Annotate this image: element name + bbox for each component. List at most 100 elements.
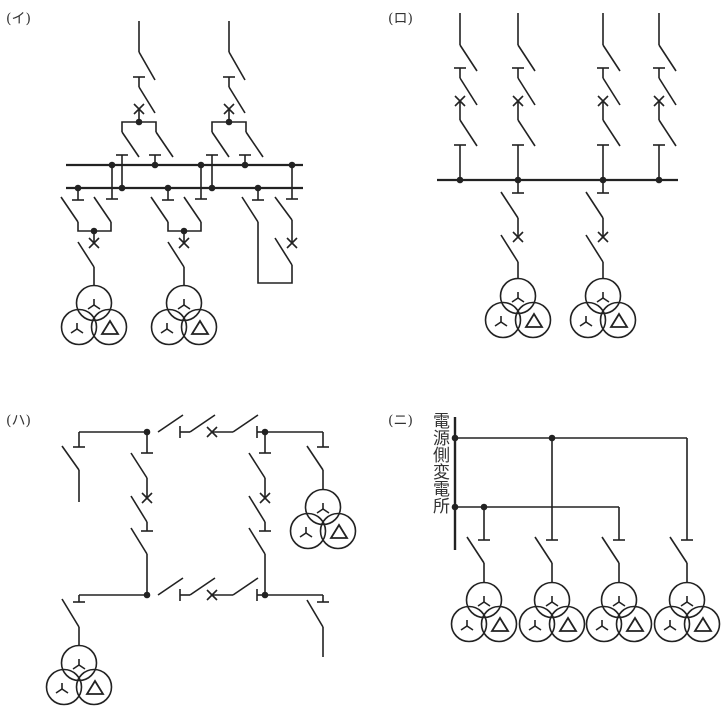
- switch-blade: [248, 452, 266, 479]
- transformer-winding-primary: [60, 644, 98, 682]
- switch-blade: [232, 414, 259, 433]
- wye-symbol-icon: [305, 532, 313, 538]
- breaker-x-icon: [512, 231, 524, 243]
- wye-symbol-icon: [595, 625, 603, 631]
- transformer-winding-tertiary: [514, 301, 552, 339]
- switch-blade: [274, 196, 293, 221]
- switch-blade: [183, 196, 202, 223]
- switch-blade: [248, 527, 266, 555]
- wye-symbol-icon: [686, 601, 694, 607]
- delta-symbol-icon: [190, 319, 210, 335]
- wye-symbol-icon: [612, 601, 620, 607]
- wye-symbol-icon: [585, 321, 593, 327]
- wye-symbol-icon: [596, 297, 604, 303]
- delta-symbol-icon: [558, 616, 578, 632]
- breaker-x-icon: [88, 237, 100, 249]
- transformer-winding-primary: [465, 581, 503, 619]
- wye-symbol-icon: [316, 508, 324, 514]
- junction-dot: [451, 503, 459, 511]
- switch-blade: [228, 86, 246, 114]
- transformer-winding-secondary: [289, 512, 327, 550]
- wye-symbol-icon: [511, 297, 519, 303]
- switch-blade: [248, 495, 266, 523]
- switch-blade: [232, 577, 259, 596]
- switch-blade: [157, 577, 184, 596]
- switch-blade: [130, 495, 148, 523]
- switch-blade: [534, 536, 553, 564]
- transformer-winding-secondary: [45, 668, 83, 706]
- wye-symbol-icon: [70, 328, 78, 334]
- wye-symbol-icon: [528, 625, 536, 631]
- wye-symbol-icon: [76, 328, 84, 334]
- breaker-x-icon: [259, 492, 271, 504]
- switch-blade: [150, 196, 169, 223]
- switch-blade: [459, 44, 478, 72]
- wye-symbol-icon: [551, 601, 559, 607]
- transformer-winding-tertiary: [599, 301, 637, 339]
- wye-symbol-icon: [483, 601, 491, 607]
- switch-blade: [459, 119, 478, 147]
- transformer-winding-tertiary: [615, 605, 653, 643]
- transformer-winding-tertiary: [75, 668, 113, 706]
- wye-symbol-icon: [55, 688, 63, 694]
- switch-blade: [228, 51, 246, 81]
- transformer-winding-tertiary: [90, 308, 128, 346]
- switch-blade: [93, 196, 112, 223]
- transformer-winding-primary: [75, 284, 113, 322]
- wye-symbol-icon: [61, 688, 69, 694]
- switch-blade: [500, 191, 519, 219]
- delta-symbol-icon: [625, 616, 645, 632]
- diagram-label-ni: (ニ): [388, 413, 413, 429]
- switch-blade: [155, 131, 174, 158]
- wire: [257, 222, 293, 284]
- delta-symbol-icon: [490, 616, 510, 632]
- wye-symbol-icon: [602, 297, 610, 303]
- transformer-winding-primary: [304, 488, 342, 526]
- wye-symbol-icon: [78, 664, 86, 670]
- switch-blade: [601, 536, 620, 564]
- wye-symbol-icon: [579, 321, 587, 327]
- junction-dot: [151, 161, 159, 169]
- delta-symbol-icon: [693, 616, 713, 632]
- transformer-winding-primary: [165, 284, 203, 322]
- wye-symbol-icon: [466, 625, 474, 631]
- switch-blade: [602, 77, 621, 106]
- switch-blade: [77, 241, 95, 268]
- wye-symbol-icon: [680, 601, 688, 607]
- switch-blade: [211, 131, 230, 158]
- switch-blade: [167, 241, 185, 268]
- breaker-x-icon: [178, 237, 190, 249]
- wye-symbol-icon: [601, 625, 609, 631]
- wye-symbol-icon: [72, 664, 80, 670]
- wye-symbol-icon: [93, 304, 101, 310]
- transformer-winding-secondary: [60, 308, 98, 346]
- source-substation-label: 電源側変電所: [429, 412, 449, 514]
- wye-symbol-icon: [166, 328, 174, 334]
- wye-symbol-icon: [669, 625, 677, 631]
- switch-blade: [189, 414, 216, 433]
- wye-symbol-icon: [160, 328, 168, 334]
- transformer-winding-primary: [584, 277, 622, 315]
- switch-blade: [130, 452, 148, 479]
- breaker-x-icon: [286, 237, 298, 249]
- junction-dot: [208, 184, 216, 192]
- switch-blade: [658, 44, 677, 72]
- wye-symbol-icon: [517, 297, 525, 303]
- junction-dot: [118, 184, 126, 192]
- wye-symbol-icon: [477, 601, 485, 607]
- transformer-winding-primary: [533, 581, 571, 619]
- diagram-label-ro: (ロ): [388, 11, 413, 27]
- transformer-winding-tertiary: [319, 512, 357, 550]
- switch-blade: [658, 119, 677, 147]
- switch-blade: [61, 445, 80, 471]
- delta-symbol-icon: [329, 523, 349, 539]
- switch-blade: [61, 598, 80, 628]
- breaker-x-icon: [141, 492, 153, 504]
- wye-symbol-icon: [545, 601, 553, 607]
- switch-blade: [274, 237, 293, 266]
- switch-blade: [306, 599, 324, 628]
- junction-dot: [655, 176, 663, 184]
- switch-blade: [241, 196, 259, 223]
- wye-symbol-icon: [500, 321, 508, 327]
